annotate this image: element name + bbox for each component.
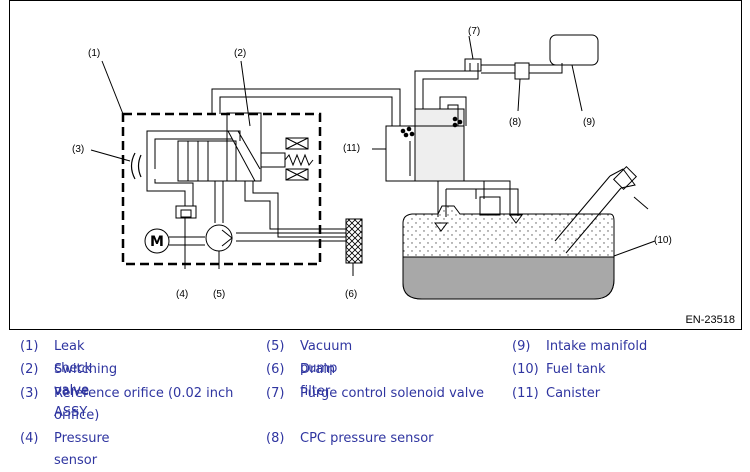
- legend-text: Fuel tank: [546, 362, 606, 377]
- valve-spring: [284, 153, 314, 167]
- ref-label-5: (5): [213, 289, 226, 300]
- ref-label-2: (2): [234, 48, 247, 59]
- legend-text: CPC pressure sensor: [300, 431, 434, 446]
- legend-text: Intake manifold: [546, 339, 648, 354]
- legend-num: (2): [20, 362, 39, 377]
- motor-symbol: [144, 228, 170, 254]
- legend: (1) Leak check valve ASSY (2) Switching …: [0, 330, 750, 468]
- ref-label-9: (9): [583, 117, 596, 128]
- ref-label-3: (3): [72, 144, 85, 155]
- ref-label-10: (10): [654, 235, 672, 246]
- intake-manifold-body: [549, 34, 599, 66]
- legend-text: Purge control solenoid valve: [300, 386, 485, 401]
- legend-text: Leak check valve ASSY: [54, 339, 93, 420]
- motor-letter: M: [150, 234, 164, 250]
- ref-label-6: (6): [345, 289, 358, 300]
- vacuum-pump-body: [205, 224, 233, 252]
- ref-label-4: (4): [176, 289, 189, 300]
- legend-num: (8): [266, 431, 285, 446]
- legend-num: (1): [20, 339, 39, 354]
- ref-label-7: (7): [468, 26, 481, 37]
- ref-label-1: (1): [88, 48, 101, 59]
- cpc-pressure-sensor-body: [514, 62, 530, 80]
- legend-num: (11): [512, 386, 539, 401]
- legend-num: (3): [20, 386, 39, 401]
- legend-text: Canister: [546, 386, 601, 401]
- legend-text: Switching valve: [54, 362, 118, 399]
- legend-text: Reference orifice (0.02 inch orifice): [54, 386, 234, 423]
- legend-num: (4): [20, 431, 39, 446]
- legend-text: Drain filter: [300, 362, 336, 399]
- legend-num: (9): [512, 339, 531, 354]
- figure-id: EN-23518: [685, 314, 735, 326]
- leak-check-valve-assy-boundary: [121, 112, 322, 266]
- switching-valve-body: [177, 140, 237, 182]
- legend-num: (10): [512, 362, 539, 377]
- drain-filter-body: [345, 218, 363, 264]
- legend-num: (6): [266, 362, 285, 377]
- legend-text: Vacuum pump: [300, 339, 353, 376]
- diagram-drawing: M: [90, 34, 656, 300]
- evap-system-diagram: M (1) (2) (3) (4) (5) (6) (7) (8) (9) (1…: [9, 0, 742, 330]
- pressure-sensor-body: [175, 205, 197, 219]
- ref-label-11: (11): [343, 143, 361, 154]
- legend-text: Pressure sensor: [54, 431, 110, 468]
- legend-num: (5): [266, 339, 285, 354]
- ref-label-8: (8): [509, 117, 522, 128]
- legend-num: (7): [266, 386, 285, 401]
